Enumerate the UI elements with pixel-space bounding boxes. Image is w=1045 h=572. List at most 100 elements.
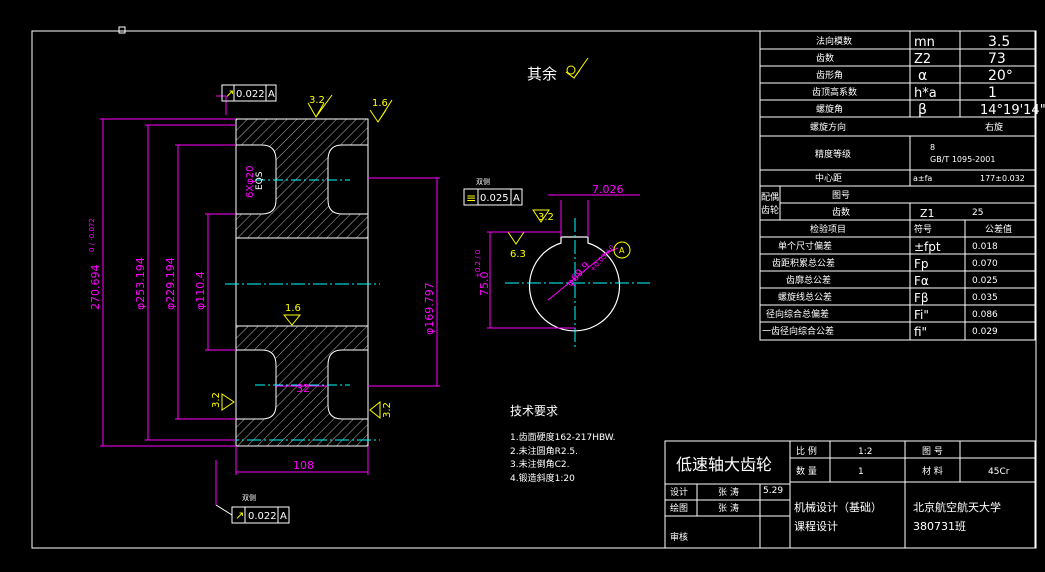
svg-text:符号: 符号: [914, 223, 932, 235]
svg-text:双侧: 双侧: [242, 493, 256, 502]
svg-text:齿形角: 齿形角: [816, 69, 843, 81]
svg-text:齿轮: 齿轮: [761, 204, 779, 216]
svg-text:0.086: 0.086: [972, 310, 998, 320]
svg-text:螺旋线总公差: 螺旋线总公差: [778, 291, 832, 303]
svg-text:0.022: 0.022: [236, 89, 265, 100]
svg-text:材 料: 材 料: [922, 465, 943, 477]
svg-text:5.29: 5.29: [763, 486, 783, 496]
tolerance-frame-top: ↗ 0.022 A: [221, 84, 277, 102]
svg-text:Z2: Z2: [914, 52, 931, 67]
svg-text:数 量: 数 量: [796, 465, 817, 477]
title-block-text: 低速轴大齿轮 比 例 1:2 图 号 数 量 1 材 料 45Cr 设计 张 涛…: [670, 445, 1010, 543]
svg-text:1: 1: [988, 85, 997, 101]
ra-6: 6.3: [510, 249, 526, 260]
svg-text:精度等级: 精度等级: [815, 148, 851, 160]
svg-text:螺旋角: 螺旋角: [816, 103, 843, 115]
svg-text:A: A: [619, 246, 625, 255]
dim-keyway-tol: +0.2 / 0: [474, 250, 482, 278]
svg-text:Fβ: Fβ: [914, 291, 929, 305]
svg-text:20°: 20°: [988, 68, 1013, 84]
svg-text:法向模数: 法向模数: [816, 35, 852, 47]
svg-text:4.锻造斜度1:20: 4.锻造斜度1:20: [510, 472, 575, 484]
ra-1: 3.2: [309, 95, 325, 106]
title-block: [664, 440, 1036, 549]
svg-text:北京航空航天大学: 北京航空航天大学: [913, 500, 1001, 514]
svg-text:螺旋方向: 螺旋方向: [810, 121, 846, 133]
dim-hub: 32: [296, 382, 310, 395]
svg-text:一齿径向综合公差: 一齿径向综合公差: [762, 325, 834, 337]
svg-text:径向综合总偏差: 径向综合总偏差: [766, 308, 829, 320]
dim-keyway-width: 7.026: [592, 183, 624, 196]
dim-od: 270.694: [89, 265, 102, 311]
svg-text:GB/T 1095-2001: GB/T 1095-2001: [930, 155, 995, 164]
svg-text:mn: mn: [914, 35, 935, 50]
dim-169: φ169.797: [423, 282, 436, 335]
svg-text:≡: ≡: [466, 191, 476, 205]
svg-text:绘图: 绘图: [670, 502, 688, 514]
svg-text:中心距: 中心距: [815, 172, 842, 184]
tolerance-frame-key: ≡ 0.025 A 双侧: [463, 177, 523, 206]
dimension-lines: [100, 95, 440, 505]
svg-text:↗: ↗: [235, 509, 244, 522]
gear-section-view: [225, 118, 380, 447]
svg-text:A: A: [280, 511, 287, 522]
svg-text:配偶: 配偶: [761, 191, 779, 203]
svg-text:图号: 图号: [832, 190, 850, 201]
svg-text:1: 1: [858, 467, 864, 477]
svg-text:177±0.032: 177±0.032: [980, 174, 1025, 183]
dim-229: φ229.194: [164, 257, 177, 310]
svg-text:齿廓总公差: 齿廓总公差: [786, 274, 831, 286]
svg-text:A: A: [268, 89, 275, 100]
svg-text:课程设计: 课程设计: [794, 520, 838, 533]
grip-handle[interactable]: [118, 26, 126, 34]
svg-text:齿数: 齿数: [816, 52, 834, 64]
svg-text:图 号: 图 号: [922, 446, 943, 457]
remaining-roughness: 其余: [527, 65, 557, 83]
ra-2: 1.6: [372, 98, 388, 109]
svg-text:齿数: 齿数: [832, 206, 850, 218]
svg-text:α: α: [918, 68, 927, 84]
svg-text:设计: 设计: [670, 486, 688, 498]
dim-width: 108: [293, 459, 314, 472]
svg-text:机械设计（基础）: 机械设计（基础）: [794, 500, 882, 514]
ra-3: 1.6: [285, 303, 301, 314]
svg-text:A: A: [513, 193, 520, 204]
ra-4: 3.2: [211, 392, 222, 408]
svg-text:张 涛: 张 涛: [718, 486, 739, 498]
svg-text:↗: ↗: [225, 87, 234, 100]
svg-text:a±fa: a±fa: [913, 174, 932, 183]
dim-od-tol: 0 / -0.072: [88, 218, 96, 252]
dim-bore: φ69.9: [565, 260, 592, 289]
dim-eqs: EQS: [255, 171, 265, 190]
svg-text:0.018: 0.018: [972, 242, 998, 252]
svg-text:73: 73: [988, 51, 1006, 67]
tolerance-frame-bottom: ↗ 0.022 A 双侧: [215, 493, 290, 524]
dim-holes: 6Xφ20: [245, 165, 256, 198]
drawing-border: [31, 30, 1037, 549]
ra-7: 3.2: [538, 212, 554, 223]
svg-text:45Cr: 45Cr: [988, 467, 1010, 477]
dim-bore-tol: +0.03 / 0: [589, 244, 617, 274]
svg-text:2.未注圆角R2.5.: 2.未注圆角R2.5.: [510, 445, 578, 457]
svg-text:Fα: Fα: [914, 274, 929, 288]
tech-requirements: 技术要求 1.齿面硬度162-217HBW. 2.未注圆角R2.5. 3.未注倒…: [510, 404, 616, 484]
svg-text:1.齿面硬度162-217HBW.: 1.齿面硬度162-217HBW.: [510, 431, 616, 443]
svg-text:单个尺寸偏差: 单个尺寸偏差: [778, 240, 832, 252]
svg-text:3.5: 3.5: [988, 34, 1010, 50]
parameter-table: [759, 30, 1036, 341]
svg-text:审核: 审核: [670, 531, 688, 543]
part-title: 低速轴大齿轮: [676, 455, 772, 474]
dim-253: φ253.194: [134, 257, 147, 310]
svg-text:张 涛: 张 涛: [718, 502, 739, 514]
svg-text:β: β: [918, 102, 927, 118]
dim-110: φ110.4: [194, 271, 207, 310]
svg-text:3.未注倒角C2.: 3.未注倒角C2.: [510, 458, 569, 470]
svg-text:14°19'14": 14°19'14": [980, 103, 1045, 118]
dim-keyway-depth: 75.0: [478, 272, 491, 297]
svg-text:Fp: Fp: [914, 257, 929, 271]
svg-text:右旋: 右旋: [985, 121, 1003, 133]
svg-text:1:2: 1:2: [858, 447, 872, 457]
svg-text:0.025: 0.025: [972, 276, 998, 286]
svg-text:Z1: Z1: [920, 207, 935, 220]
svg-text:0.022: 0.022: [248, 511, 277, 522]
